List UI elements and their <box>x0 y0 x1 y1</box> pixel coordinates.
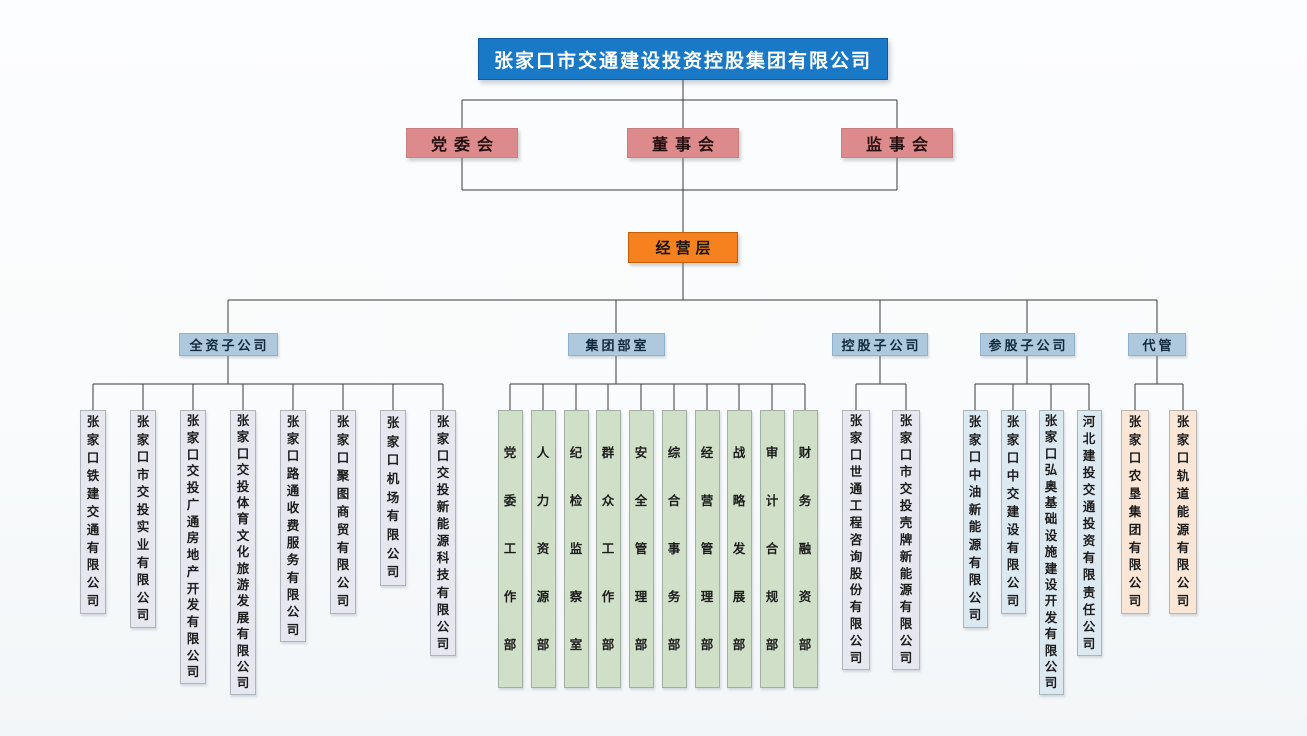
wholly-owned-subsidiary-box: 张家口路通收费服务有限公司 <box>280 410 306 642</box>
management-level-label: 经营层 <box>655 239 716 257</box>
department-box: 纪检监察室 <box>563 410 589 688</box>
wholly-owned-subsidiary-box: 张家口交投体育文化旅游发展有限公司 <box>230 410 256 695</box>
department-box: 安全管理部 <box>628 410 654 688</box>
category-participating: 参股子公司 <box>979 333 1075 356</box>
holding-subsidiary-box: 张家口市交投壳牌新能源有限公司 <box>892 410 920 670</box>
wholly-owned-subsidiary-box: 张家口交投广通房地产开发有限公司 <box>180 410 206 684</box>
category-wholly-owned-label: 全资子公司 <box>189 339 270 354</box>
management-level-box: 经营层 <box>628 232 738 263</box>
department-box: 审计合规部 <box>759 410 785 688</box>
category-holding-label: 控股子公司 <box>841 339 922 354</box>
supervisory-board-label: 监事会 <box>865 135 935 154</box>
party-committee-box: 党委会 <box>406 128 518 158</box>
category-departments-label: 集团部室 <box>585 339 650 354</box>
department-box: 综合事务部 <box>661 410 687 688</box>
holding-subsidiary-box: 张家口世通工程咨询股份有限公司 <box>842 410 870 670</box>
department-box: 党委工作部 <box>497 410 523 688</box>
department-box: 人力资源部 <box>530 410 556 688</box>
department-box: 战略发展部 <box>726 410 752 688</box>
participating-subsidiary-box: 张家口中油新能源有限公司 <box>962 410 988 628</box>
board-of-directors-label: 董事会 <box>651 135 721 154</box>
department-box: 群众工作部 <box>595 410 621 688</box>
wholly-owned-subsidiary-box: 张家口铁建交通有限公司 <box>80 410 106 614</box>
party-committee-label: 党委会 <box>430 135 500 154</box>
department-box: 经营管理部 <box>694 410 720 688</box>
wholly-owned-subsidiary-box: 张家口交投新能源科技有限公司 <box>430 410 456 656</box>
category-managed-label: 代管 <box>1142 339 1175 354</box>
wholly-owned-subsidiary-box: 张家口市交投实业有限公司 <box>130 410 156 628</box>
wholly-owned-subsidiary-box: 张家口聚图商贸有限公司 <box>330 410 356 614</box>
category-holding: 控股子公司 <box>832 333 928 356</box>
category-managed: 代管 <box>1128 333 1186 356</box>
supervisory-board-box: 监事会 <box>841 128 953 158</box>
participating-subsidiary-box: 张家口中交建设有限公司 <box>1000 410 1026 614</box>
root-company-box: 张家口市交通建设投资控股集团有限公司 <box>478 38 888 80</box>
department-box: 财务融资部 <box>792 410 818 688</box>
wholly-owned-subsidiary-box: 张家口机场有限公司 <box>380 410 406 586</box>
participating-subsidiary-box: 张家口弘奥基础设施建设开发有限公司 <box>1038 410 1064 695</box>
managed-company-box: 张家口轨道能源有限公司 <box>1169 410 1197 614</box>
participating-subsidiary-box: 河北建投交通投资有限责任公司 <box>1076 410 1102 656</box>
managed-company-box: 张家口农垦集团有限公司 <box>1121 410 1149 614</box>
board-of-directors-box: 董事会 <box>627 128 739 158</box>
category-wholly-owned: 全资子公司 <box>178 333 278 356</box>
root-company-name: 张家口市交通建设投资控股集团有限公司 <box>493 49 872 72</box>
category-participating-label: 参股子公司 <box>988 339 1069 354</box>
category-departments: 集团部室 <box>567 333 665 356</box>
